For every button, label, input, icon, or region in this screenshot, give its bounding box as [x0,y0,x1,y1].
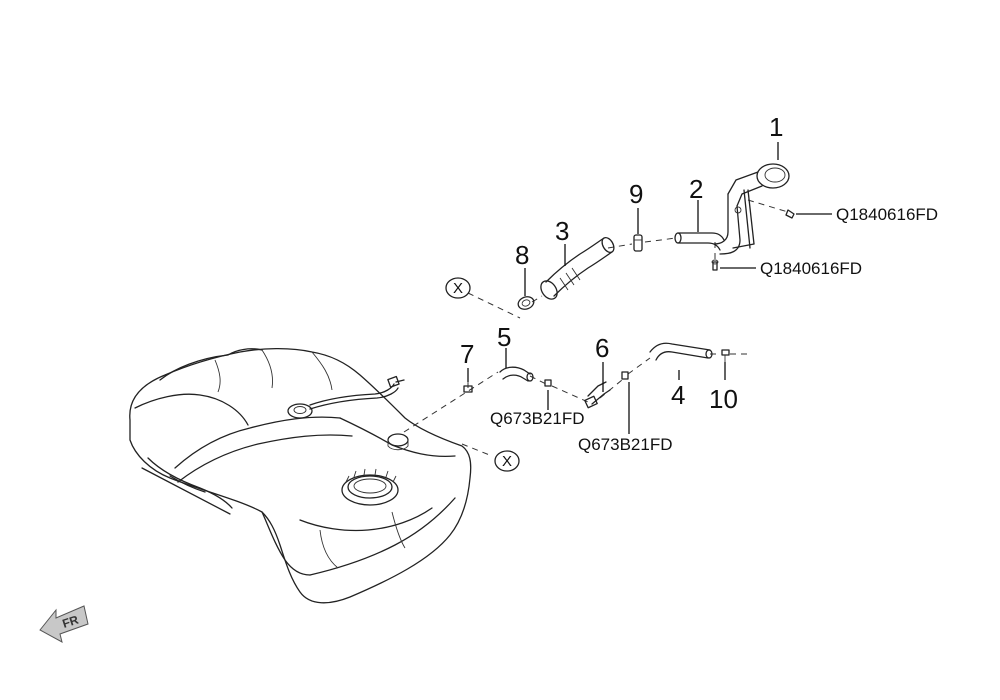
callout-numbers: 1 2 3 4 5 6 7 8 9 10 [460,112,783,414]
callout-3: 3 [555,216,569,246]
fuel-tank [129,347,472,604]
bellows-hose-part-3 [540,236,615,300]
clamp-part-8 [517,296,535,310]
connector-pipe-part-6 [584,381,611,409]
callout-6: 6 [595,333,609,363]
hose-part-2 [674,232,725,251]
callout-7: 7 [460,339,474,369]
leader-lines [467,142,832,434]
svg-text:X: X [453,280,463,297]
callout-8: 8 [515,240,529,270]
front-direction-label: FR [61,612,81,630]
callout-2: 2 [689,174,703,204]
assembly-dashed-lines [403,199,789,457]
hose-clamps [544,371,629,387]
part-codes: Q1840616FD Q1840616FD Q673B21FD Q673B21F… [490,205,938,454]
reference-mark-x-top: X [445,277,471,299]
bent-pipe-part-4 [649,342,713,361]
mounting-screws [711,209,795,271]
filler-pipe-part-1 [713,163,790,255]
front-direction-arrow-icon: FR [39,605,89,643]
callout-5: 5 [497,322,511,352]
part-code-upper-right: Q1840616FD [836,205,938,224]
part-code-clamp-left: Q673B21FD [490,409,585,428]
part-code-right-lower: Q1840616FD [760,259,862,278]
fitting-part-9 [633,234,643,252]
reference-mark-x-bottom: X [494,450,520,472]
svg-text:X: X [502,453,512,470]
callout-9: 9 [629,179,643,209]
bolt-part-10 [721,349,730,362]
callout-4: 4 [671,380,685,410]
callout-10: 10 [709,384,738,414]
part-code-clamp-right: Q673B21FD [578,435,673,454]
callout-1: 1 [769,112,783,142]
curved-hose-part-5 [499,366,534,382]
